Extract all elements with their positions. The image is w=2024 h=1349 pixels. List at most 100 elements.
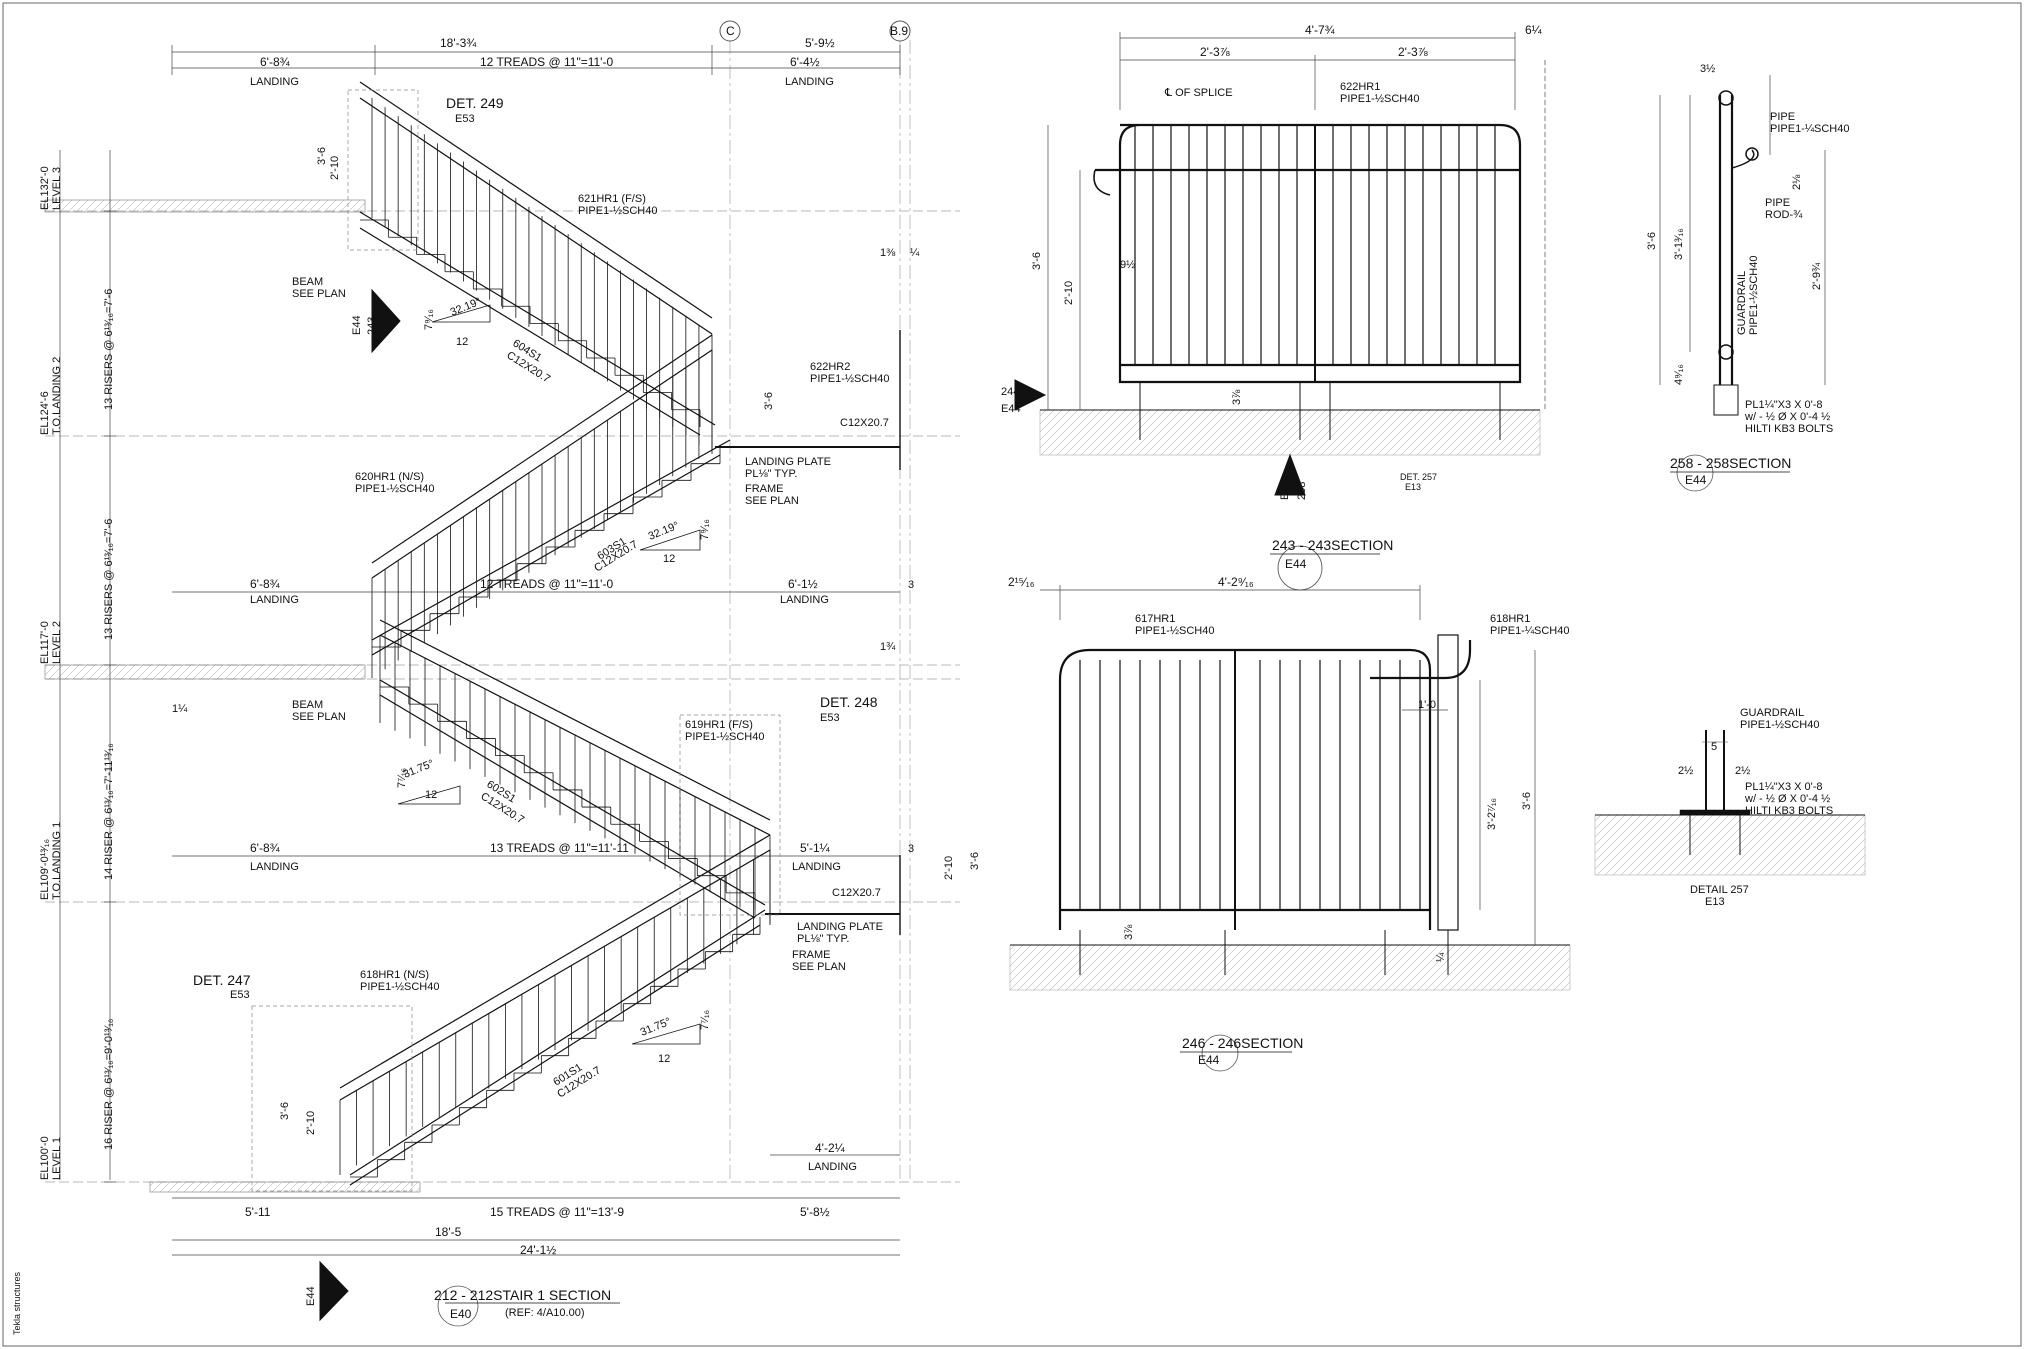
sec258-rod-a: PIPE [1765,197,1790,209]
dim-overall: 18'-3¾ [440,36,477,50]
main-section-ref: (REF: 4/A10.00) [505,1307,584,1319]
rail-619-id: 619HR1 (F/S) [685,719,753,731]
det257-dr: 2½ [1735,765,1750,777]
rail-618-id: 618HR1 (N/S) [360,969,429,981]
dim-5-8-1-2: 5'-8½ [800,1205,830,1219]
rail-622-pipe: PIPE1-½SCH40 [810,373,889,385]
landing-plate-2-a: LANDING PLATE [797,921,883,933]
sec258-d218: 2⅛ [1791,174,1803,190]
sec258-guard: GUARDRAIL [1736,271,1748,335]
det-249-sheet: E53 [455,113,475,125]
dim-4-2-1-4: 4'-2¼ [815,1141,846,1155]
floor-slabs [44,199,421,1193]
dim-1-3-4: 1¾ [880,641,896,653]
grid-b9: B.9 [890,24,908,38]
sec246-rail618-pipe: PIPE1-¼SCH40 [1490,625,1569,637]
dim-3-upper: 3 [908,579,914,591]
level-1-name: LEVEL 1 [51,1137,63,1180]
bubble-243-num: 243 [366,317,378,335]
dim-2-10-bottom: 2'-10 [305,1111,317,1135]
sec243-rail-pipe: PIPE1-½SCH40 [1340,93,1419,105]
det257-guard: GUARDRAIL [1740,707,1804,719]
risers-upper-3: 13 RISERS @ 6¹³⁄₁₆=7'-6 [103,289,115,410]
dim-1-1-4: 1¼ [172,703,188,715]
stair-steps [350,219,761,1178]
dim-5-11: 5'-11 [245,1205,271,1219]
section-258-labels: 3½ PIPE PIPE1-¼SCH40 PIPE ROD-¾ 2⅛ 3'-6 … [1646,63,1849,487]
run-bottom: 12 [658,1053,670,1065]
detail-257 [1594,730,1866,876]
sec243-bubble-244-num: 244 [1001,386,1019,398]
dim-quarter: ¼ [910,247,920,259]
landing-mid-right: LANDING [780,594,829,606]
dim-3-6-rail622: 3'-6 [763,392,775,410]
dim-low-treads: 13 TREADS @ 11"=11'-11 [490,841,629,855]
sec246-sheet: E44 [1198,1053,1220,1067]
grid-c: C [726,24,735,38]
rail-620-pipe: PIPE1-½SCH40 [355,483,434,495]
stair-section-212 [44,20,960,1322]
dim-right: 5'-9½ [805,36,835,50]
sec243-bubble-258-num: 258 [1296,482,1308,500]
landing-low-right: LANDING [792,861,841,873]
dim-3-6-top: 3'-6 [316,147,328,165]
flight-4 [359,81,716,436]
bubble-243-sheet: E44 [351,315,363,335]
section-243-balusters [1134,125,1496,365]
det257-pl1: PL1¼"X3 X 0'-8 [1745,781,1823,793]
section-258 [1659,75,1826,492]
rail-622-id: 622HR2 [810,361,850,373]
vertical-dims [59,150,116,1183]
rail-618-pipe: PIPE1-½SCH40 [360,981,439,993]
sec258-pipe-b: PIPE1-¼SCH40 [1770,123,1849,135]
sec243-splice: ℄ OF SPLICE [1164,87,1233,99]
landing-2-el: EL124'-6 [39,391,51,435]
landing-1-el: EL109'-0¹³⁄₁₆ [39,839,51,900]
det257-pl3: HILTI KB3 BOLTS [1745,805,1833,817]
sec243-rail-id: 622HR1 [1340,81,1380,93]
bubble-246-num: 246 [321,1288,333,1306]
landing-plate-1-a: LANDING PLATE [745,456,831,468]
angle-mid: 32.19° [647,520,681,543]
run-low: 12 [425,789,437,801]
rail-620-id: 620HR1 (N/S) [355,471,424,483]
sec243-sheet: E44 [1285,557,1307,571]
landing-label-top-right: LANDING [785,76,834,88]
dim-landing-left: 6'-8¾ [260,55,291,69]
beam-lower-2: SEE PLAN [292,711,346,723]
c12-upper: C12X20.7 [840,417,889,429]
det257-d5: 5 [1711,741,1717,753]
section-marker-243 [371,288,401,354]
dim-24-1-1-2: 24'-1½ [520,1243,556,1257]
sec243-half2: 2'-3⅞ [1398,45,1429,59]
sec246-rail617-pipe: PIPE1-½SCH40 [1135,625,1214,637]
risers-upper-2: 13 RISERS @ 6¹³⁄₁₆=7'-6 [103,519,115,640]
rise-mid: 7⁹⁄₁₆ [699,519,711,540]
dim-low-landing-right: 5'-1¼ [800,841,831,855]
sec243-h210: 2'-10 [1063,281,1075,305]
section-243-labels: 4'-7¾ 2'-3⅞ 2'-3⅞ 6¼ ℄ OF SPLICE 622HR1 … [1001,23,1543,571]
frame-1-b: SEE PLAN [745,495,799,507]
rise-bottom: 7⁷⁄₁₆ [699,1010,711,1030]
sec243-bubble-258-sheet: E44 [1279,480,1291,500]
sec258-title: 258 - 258SECTION [1670,455,1791,471]
dim-3-lower: 3 [908,843,914,855]
run-mid: 12 [663,553,675,565]
top-dims [171,45,901,75]
sec258-h2934: 2'-9¾ [1811,262,1823,290]
main-section-sheet: E40 [450,1307,472,1321]
sec258-rod-b: ROD-¾ [1765,209,1803,221]
sec246-left: 2¹⁵⁄₁₆ [1008,575,1035,589]
landing-low-left: LANDING [250,861,299,873]
margin-note: Tekla structures [12,1271,22,1335]
dim-mid-treads: 12 TREADS @ 11"=11'-0 [480,577,613,591]
det-247-sheet: E53 [230,989,250,1001]
level-3-name: LEVEL 3 [51,167,63,210]
det257-pl2: w/ - ½ Ø X 0'-4 ½ [1744,793,1830,805]
section-246 [1009,585,1571,1072]
landing-dims [172,591,900,1256]
det257-title: DETAIL 257 [1690,884,1749,896]
dim-3-6-bottom: 3'-6 [279,1102,291,1120]
beam-upper-2: SEE PLAN [292,288,346,300]
